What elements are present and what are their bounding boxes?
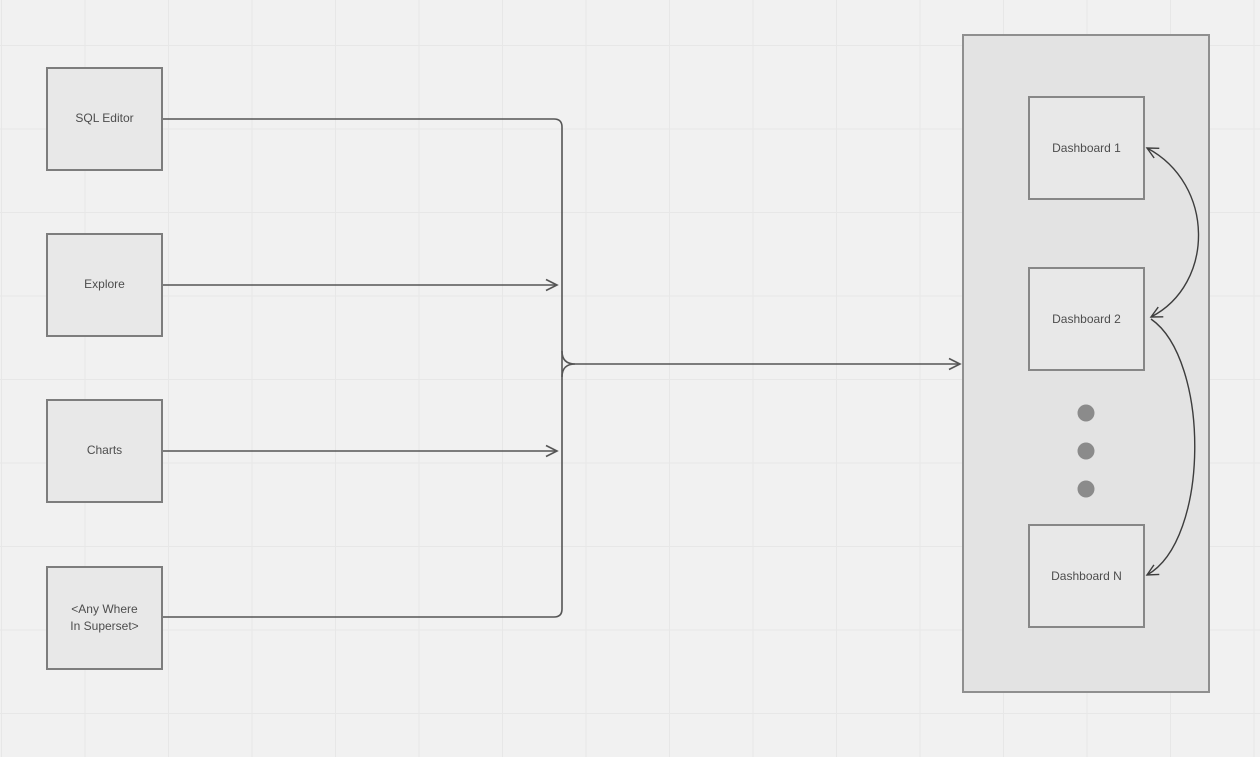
charts-node: Charts xyxy=(46,399,163,503)
dashboard-n-node: Dashboard N xyxy=(1028,524,1145,628)
explore-label: Explore xyxy=(84,277,125,292)
dashboard-2-node: Dashboard 2 xyxy=(1028,267,1145,371)
sql-editor-label: SQL Editor xyxy=(75,111,134,126)
dashboard-1-label: Dashboard 1 xyxy=(1052,141,1121,155)
dashboard-2-label: Dashboard 2 xyxy=(1052,312,1121,326)
dashboard-n-label: Dashboard N xyxy=(1051,569,1122,583)
sql-editor-node: SQL Editor xyxy=(46,67,163,171)
dashboard-1-node: Dashboard 1 xyxy=(1028,96,1145,200)
edge-sql-anywhere-bracket xyxy=(163,118,563,618)
anywhere-in-superset-label: <Any Where In Superset> xyxy=(70,601,139,633)
anywhere-in-superset-node: <Any Where In Superset> xyxy=(46,566,163,670)
edge-main-to-dashboards xyxy=(561,350,962,371)
charts-label: Charts xyxy=(86,443,123,458)
explore-node: Explore xyxy=(46,233,163,337)
edge-junction-fillet xyxy=(561,363,576,378)
